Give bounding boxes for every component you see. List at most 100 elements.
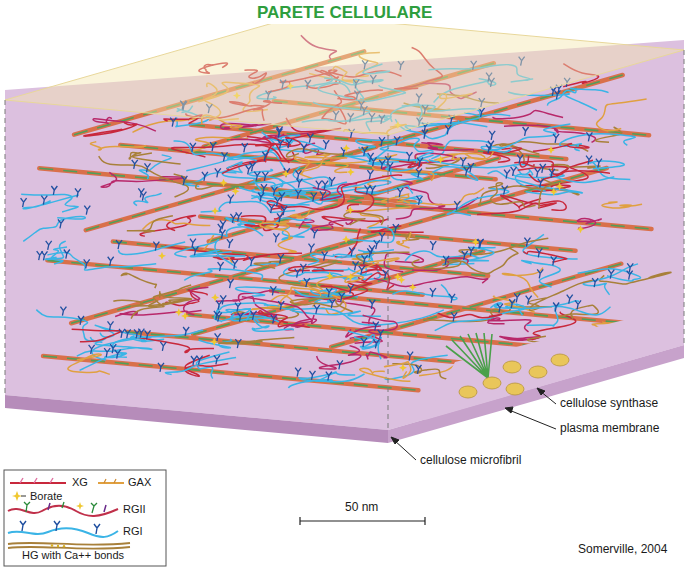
rgi-side-chain	[468, 247, 471, 251]
rgi-side-chain	[311, 248, 312, 253]
rgi-side-chain	[454, 312, 457, 316]
matrix-polymer	[597, 99, 647, 131]
rgi-side-chain	[385, 274, 386, 279]
rgi-side-chain	[271, 208, 272, 213]
rgi-side-chain	[369, 252, 370, 257]
rgi-side-chain	[311, 193, 314, 197]
rgi-side-chain	[470, 167, 471, 172]
rgi-side-chain	[540, 164, 543, 168]
rgi-side-chain	[553, 303, 556, 307]
rgi-side-chain	[381, 141, 382, 146]
rgi-side-chain	[140, 192, 141, 197]
rgi-side-chain	[110, 325, 111, 330]
rgi-side-chain	[64, 250, 67, 254]
rgi-side-chain	[218, 262, 221, 266]
rgi-side-chain	[447, 129, 448, 134]
matrix-polymer	[590, 161, 631, 180]
rgi-side-chain	[253, 162, 256, 166]
cellulose-microfibril-rod	[39, 168, 414, 202]
rgi-side-chain	[135, 160, 138, 164]
rgi-side-chain	[369, 174, 370, 179]
rgi-side-chain	[364, 338, 367, 342]
matrix-polymer	[477, 203, 556, 215]
rgi-side-chain	[162, 346, 163, 351]
rgi-side-chain	[272, 204, 275, 208]
rgi-side-chain	[514, 293, 517, 297]
rgi-side-chain	[238, 216, 239, 221]
rgi-side-chain	[221, 224, 224, 228]
matrix-polymer	[560, 134, 636, 151]
rgi-side-chain	[553, 260, 554, 265]
rgi-side-chain	[420, 158, 423, 162]
rgi-side-chain	[416, 169, 419, 173]
matrix-polymer	[578, 269, 641, 281]
rgi-side-chain	[318, 185, 319, 190]
rgi-side-chain	[81, 316, 84, 320]
rgi-side-chain	[181, 176, 184, 180]
rgi-side-chain	[324, 256, 325, 261]
matrix-polymer	[185, 355, 228, 376]
rgi-side-chain	[594, 282, 595, 287]
matrix-polymer	[174, 141, 233, 159]
rgi-side-chain	[592, 278, 595, 282]
rgi-side-chain	[44, 251, 47, 255]
rgi-side-chain	[369, 245, 372, 249]
rgi-side-chain	[368, 153, 371, 157]
rgi-side-chain	[480, 243, 481, 248]
synthase-particle	[506, 383, 524, 395]
rgi-side-chain	[541, 179, 544, 183]
matrix-polymer	[317, 263, 379, 290]
rgi-side-chain	[216, 313, 219, 317]
rgi-side-chain	[529, 296, 532, 300]
rgi-side-chain	[586, 132, 589, 136]
rgi-side-chain	[511, 167, 514, 171]
rgi-side-chain	[295, 190, 298, 194]
rgi-side-chain	[370, 170, 373, 174]
rgi-side-chain	[339, 364, 340, 369]
rgi-side-chain	[394, 136, 397, 140]
rgi-side-chain	[376, 244, 377, 249]
borate-star	[550, 188, 558, 196]
rgi-side-chain	[407, 352, 410, 356]
rgi-side-chain	[113, 344, 116, 348]
rgi-side-chain	[526, 242, 527, 247]
rgi-side-chain	[551, 256, 554, 260]
matrix-polymer	[291, 209, 310, 218]
rgi-sample	[8, 528, 118, 537]
rgi-side-chain	[460, 157, 463, 161]
rgi-side-chain	[361, 270, 362, 275]
borate-star	[231, 187, 239, 195]
legend-label: GAX	[128, 476, 151, 489]
rgi-side-chain	[555, 307, 556, 312]
borate-star	[347, 168, 355, 176]
box-edges	[5, 50, 684, 430]
synthase-particle	[503, 361, 521, 373]
rgi-side-chain	[235, 303, 238, 307]
matrix-polymer	[471, 247, 496, 260]
rgi-side-chain	[417, 369, 418, 374]
rgi-side-chain	[233, 214, 236, 218]
matrix-polymer	[119, 242, 186, 255]
rgi-side-chain	[365, 147, 368, 151]
part-label: plasma membrane	[560, 422, 659, 436]
rgi-side-chain	[153, 242, 156, 246]
source-credit: Somerville, 2004	[578, 543, 667, 557]
matrix-polymer	[23, 216, 85, 241]
rgi-side-chain	[567, 295, 570, 299]
matrix-polymer	[526, 307, 610, 327]
rgi-side-chain	[280, 213, 283, 217]
borate-star	[342, 144, 350, 152]
rgi-side-chain	[216, 301, 219, 305]
borate-star	[326, 272, 334, 280]
rgi-side-chain	[332, 177, 335, 181]
rgi-side-chain	[556, 303, 559, 307]
rgi-side-chain	[517, 155, 520, 159]
rgi-side-chain	[595, 278, 598, 282]
rgi-side-chain	[231, 279, 234, 283]
rgi-side-chain	[396, 224, 399, 228]
rgi-side-chain	[314, 233, 315, 238]
matrix-polymer	[344, 282, 372, 299]
rgi-side-chain	[192, 147, 193, 152]
rgi-side-chain	[49, 241, 52, 245]
rgi-side-chain	[598, 163, 599, 168]
